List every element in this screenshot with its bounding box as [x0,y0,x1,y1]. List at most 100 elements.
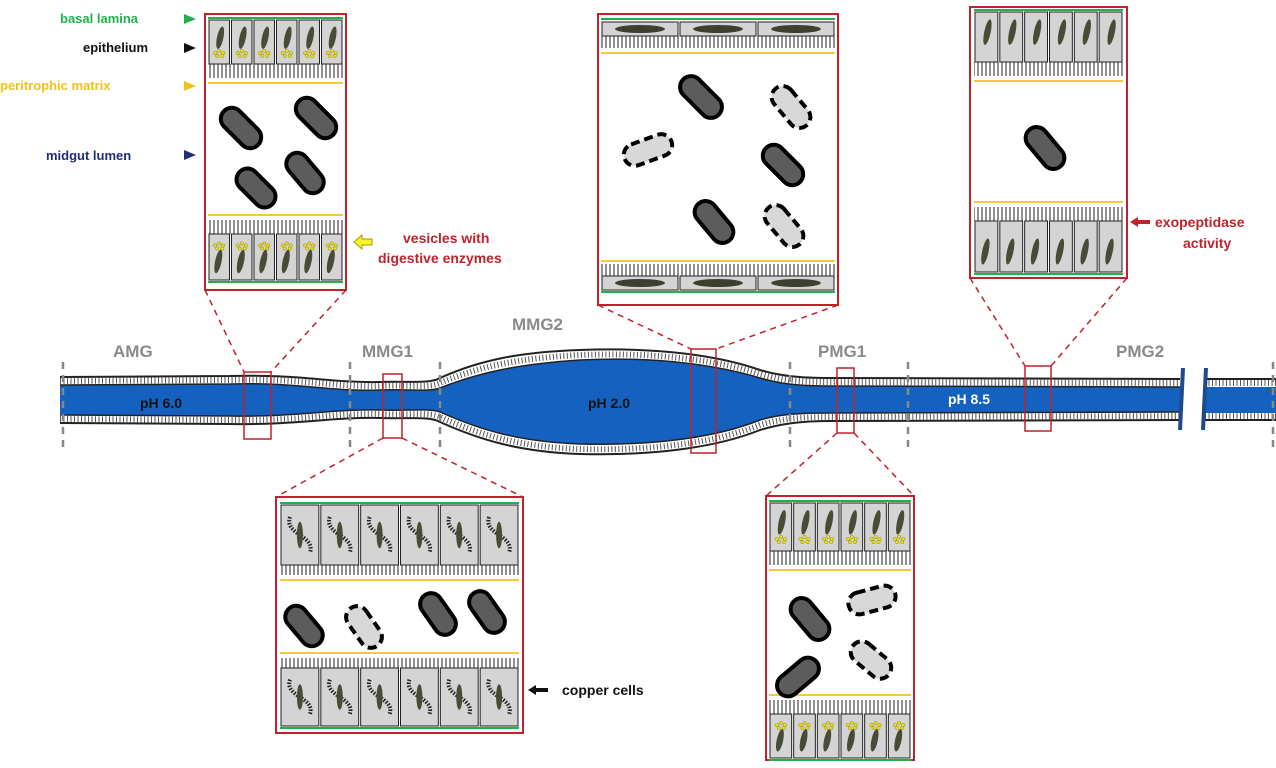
vesicle [263,49,266,52]
vesicle [822,723,825,726]
vesicle [333,54,336,57]
vesicles-label-line2: digestive enzymes [378,250,502,266]
vesicle [870,537,873,540]
nucleus [771,25,821,33]
vesicle [801,540,804,543]
exopeptidase-arrow-icon [1130,217,1150,227]
vesicle [777,726,780,729]
vesicle [243,247,246,250]
nucleus [693,25,743,33]
vesicle [221,247,224,250]
vesicle [285,242,288,245]
vesicle [288,247,291,250]
vesicle [801,726,804,729]
nucleus [496,684,502,710]
vesicle [311,247,314,250]
vesicle [216,247,219,250]
copper-cells-label: copper cells [562,682,644,698]
vesicle [238,54,241,57]
vesicle [824,540,827,543]
vesicle [826,535,829,538]
legend-arrow-icon [184,150,196,160]
vesicle [829,726,832,729]
vesicle [236,244,239,247]
vesicle [877,540,880,543]
legend-peritrophic-matrix: peritrophic matrix [0,78,111,93]
vesicle [853,540,856,543]
vesicle [218,242,221,245]
vesicle [893,537,896,540]
vesicle [826,721,829,724]
vesicle [777,540,780,543]
vesicle [803,721,806,724]
nucleus [377,684,383,710]
vesicle [829,540,832,543]
vesicle [806,540,809,543]
legend-epithelium: epithelium [83,40,148,55]
region-label-amg: AMG [113,342,153,361]
vesicle [281,244,284,247]
vesicle [846,723,849,726]
vesicle [304,244,307,247]
microvilli [280,565,519,575]
vesicle [850,535,853,538]
vesicle [326,244,329,247]
vesicle [328,54,331,57]
vesicle [261,54,264,57]
zoom-box-pmg1 [766,496,914,760]
vesicle [333,247,336,250]
vesicle [236,51,239,54]
zoom-box-mmg2 [598,14,838,305]
midgut-tube [60,349,1276,454]
vesicle [848,540,851,543]
vesicle [266,54,269,57]
nucleus [771,279,821,287]
vesicle [895,726,898,729]
vesicle [872,540,875,543]
nucleus [377,522,383,548]
vesicle [803,535,806,538]
vesicle [259,244,262,247]
nucleus [416,684,422,710]
vesicle [824,726,827,729]
vesicle [853,726,856,729]
vesicle [775,723,778,726]
vesicle [326,51,329,54]
region-labels: AMG MMG1 MMG2 PMG1 PMG2 [113,315,1164,361]
vesicle [306,247,309,250]
vesicle [306,54,309,57]
vesicle [799,723,802,726]
vesicle [874,535,877,538]
vesicle [848,726,851,729]
vesicle [897,535,900,538]
microvilli [280,658,519,668]
vesicle [872,726,875,729]
nucleus [416,522,422,548]
region-label-mmg1: MMG1 [362,342,413,361]
vesicle [261,247,264,250]
legend-basal-lamina: basal lamina [60,11,139,26]
vesicle [263,242,266,245]
zoom-box-amg [205,14,346,290]
vesicle [779,535,782,538]
vesicle [304,51,307,54]
region-label-pmg2: PMG2 [1116,342,1164,361]
vesicle [281,51,284,54]
vesicle [283,54,286,57]
copper-arrow-icon [528,685,548,695]
region-label-pmg1: PMG1 [818,342,866,361]
region-label-mmg2: MMG2 [512,315,563,334]
vesicle [240,49,243,52]
vesicle [328,247,331,250]
microvilli [974,207,1123,221]
vesicle [238,247,241,250]
legend: basal lamina epithelium peritrophic matr… [0,11,196,163]
vesicle [240,242,243,245]
vesicle [799,537,802,540]
vesicle [782,726,785,729]
ph-label-mmg2: pH 2.0 [588,395,630,411]
vesicle [846,537,849,540]
nucleus [615,25,665,33]
legend-midgut-lumen: midgut lumen [46,148,131,163]
